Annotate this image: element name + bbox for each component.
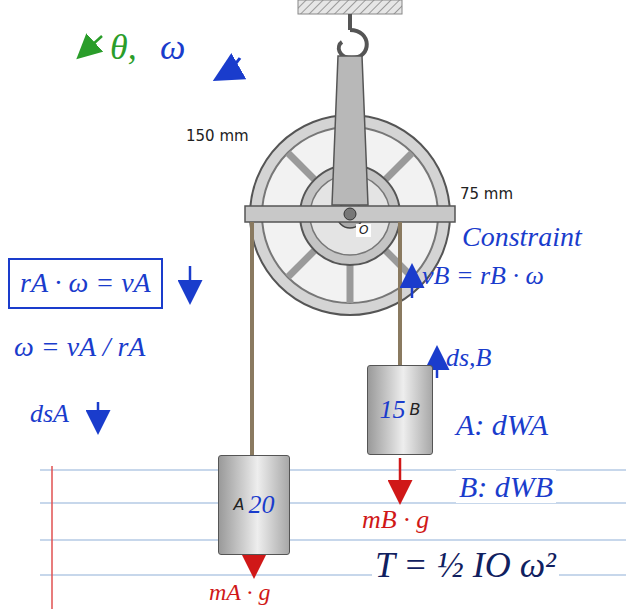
pulley-frame bbox=[245, 56, 455, 222]
block-a: A20 bbox=[218, 455, 290, 555]
rotation-arrow bbox=[80, 36, 102, 56]
weight-label: mB · g bbox=[362, 506, 429, 535]
velocity-arrow bbox=[411, 268, 414, 298]
point-label: O bbox=[356, 224, 371, 237]
block-b: 15B bbox=[367, 365, 433, 455]
angular-velocity-symbol: ω bbox=[160, 28, 185, 68]
weight-arrow bbox=[253, 557, 256, 574]
displacement-symbol: dsA bbox=[30, 400, 69, 429]
dimension: 150 mm bbox=[186, 128, 249, 145]
weight-arrow bbox=[399, 458, 402, 500]
velocity-equation: vB = rB · ω bbox=[422, 262, 544, 291]
annotation: Constraint bbox=[462, 222, 582, 253]
ceiling bbox=[298, 0, 402, 14]
dimension: 75 mm bbox=[460, 186, 513, 203]
angle-symbol: θ, bbox=[110, 28, 137, 68]
boxed-equation: rA · ω = vA bbox=[8, 258, 163, 309]
constraint-equation: rA · ω = vA bbox=[20, 268, 151, 299]
displacement-arrow bbox=[97, 402, 100, 430]
weight-label: mA · g bbox=[206, 579, 274, 605]
work-term: B: dWB bbox=[456, 470, 556, 503]
block-label: B bbox=[410, 401, 421, 419]
omega-arrow bbox=[218, 58, 240, 78]
block-label: A bbox=[234, 496, 245, 514]
work-term: A: dWA bbox=[456, 408, 548, 441]
mass-value: 20 bbox=[248, 491, 274, 520]
omega-equation: ω = vA / rA bbox=[14, 332, 145, 363]
kinetic-energy-equation: T = ½ IO ω² bbox=[372, 546, 559, 586]
velocity-arrow bbox=[189, 266, 192, 300]
hook bbox=[339, 14, 367, 58]
displacement-arrow bbox=[436, 350, 439, 378]
displacement-symbol: ds,B bbox=[446, 344, 492, 373]
mass-value: 15 bbox=[380, 396, 406, 425]
paper-lines bbox=[40, 466, 626, 609]
